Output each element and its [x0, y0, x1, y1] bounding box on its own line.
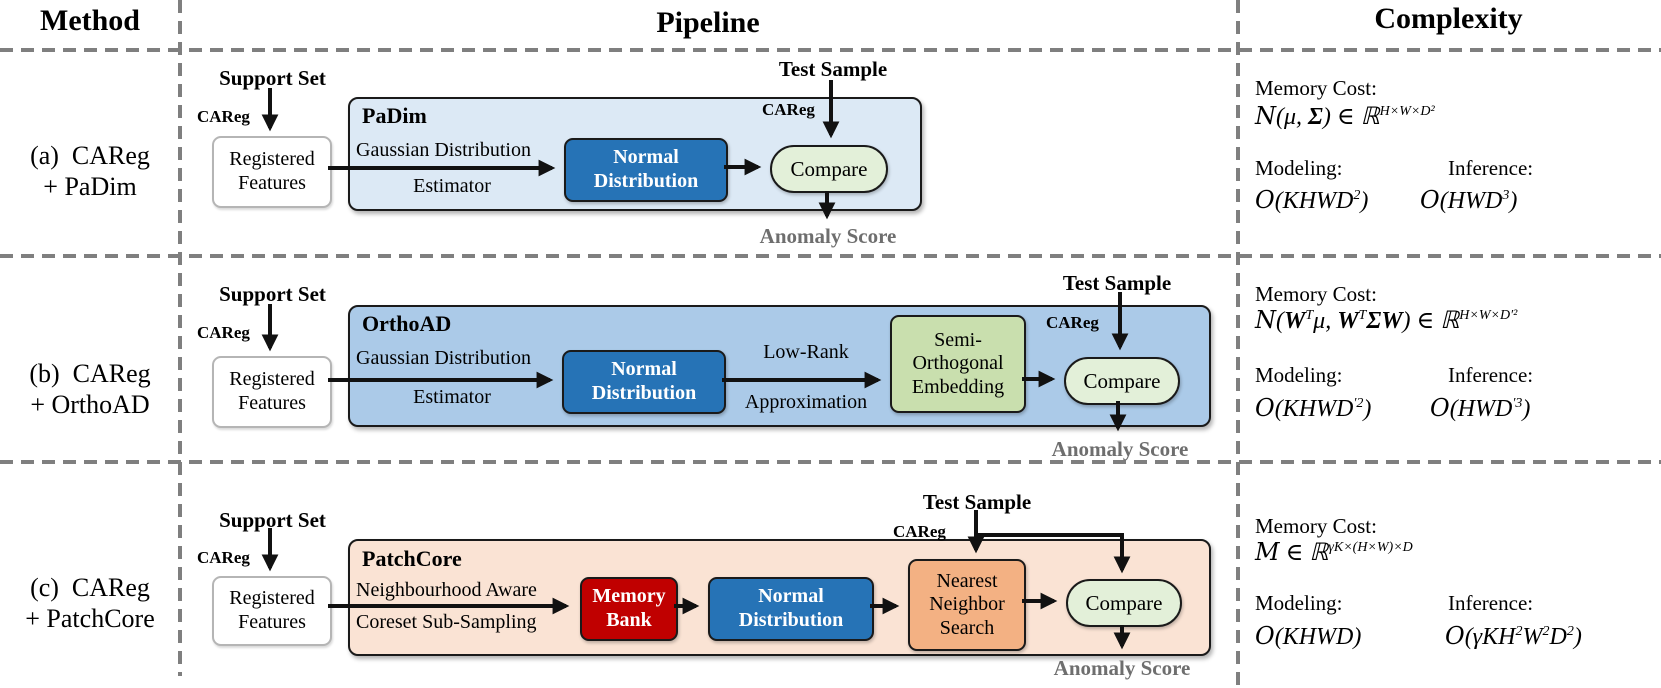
normal-distribution-c-line1: Normal — [758, 585, 824, 608]
memory-cost-formula-a: N(μ, Σ) ∈ ℝH×W×D² — [1255, 102, 1435, 130]
memory-cost-formula-c: M ∈ ℝγK×(H×W)×D — [1255, 538, 1413, 566]
test-sample-label-b: Test Sample — [1062, 271, 1172, 295]
normal-distribution-box-b: Normal Distribution — [562, 350, 726, 414]
normal-distribution-box-c: Normal Distribution — [708, 577, 874, 641]
padim-desc-line1: Gaussian Distribution — [356, 139, 531, 161]
normal-distribution-b-line2: Distribution — [591, 382, 697, 404]
support-set-label-b: Support Set — [219, 282, 326, 306]
lowrank-label-line1: Low-Rank — [763, 341, 849, 363]
nn-search-line1: Nearest — [936, 569, 998, 592]
method-label-b-line2: + OrthoAD — [30, 390, 150, 419]
method-label-a-line1: (a) CAReg — [30, 141, 150, 170]
method-label-a-line2: + PaDim — [43, 172, 137, 201]
padim-title: PaDim — [362, 103, 427, 128]
modeling-formula-b: O(KHWD′2) — [1255, 394, 1372, 422]
semi-orthogonal-embedding-box: Semi- Orthogonal Embedding — [890, 315, 1026, 413]
registered-features-box-b: Registered Features — [212, 356, 332, 428]
memory-bank-line1: Memory — [592, 585, 666, 608]
memory-bank-line2: Bank — [606, 609, 652, 631]
embedding-line1: Semi- — [934, 328, 982, 351]
careg-support-label-c: CAReg — [197, 548, 250, 567]
divider-horizontal-3 — [0, 460, 1661, 464]
method-label-c-line1: (c) CAReg — [30, 573, 150, 602]
nn-search-line3: Search — [939, 616, 995, 639]
careg-test-label-a: CAReg — [762, 100, 815, 119]
compare-node-b: Compare — [1064, 357, 1180, 405]
modeling-formula-a: O(KHWD2) — [1255, 186, 1369, 214]
nearest-neighbor-search-box: Nearest Neighbor Search — [908, 559, 1026, 651]
anomaly-score-label-b: Anomaly Score — [1051, 437, 1189, 461]
embedding-line3: Embedding — [911, 375, 1005, 398]
support-set-label-a: Support Set — [219, 66, 326, 90]
method-label-a: (a) CAReg + PaDim — [0, 140, 180, 202]
memory-bank-box: Memory Bank — [580, 577, 678, 641]
registered-features-box-c: Registered Features — [212, 576, 332, 646]
test-sample-label-a: Test Sample — [778, 57, 888, 81]
padim-desc-line2: Estimator — [413, 175, 491, 197]
modeling-label-c: Modeling: — [1255, 591, 1343, 615]
method-label-b-line1: (b) CAReg — [29, 359, 151, 388]
method-label-c-line2: + PatchCore — [25, 604, 155, 633]
inference-formula-c: O(γKH2W2D2) — [1445, 622, 1582, 650]
registered-features-c-line2: Features — [238, 611, 306, 633]
normal-distribution-a-line1: Normal — [613, 146, 679, 169]
normal-distribution-a-line2: Distribution — [593, 170, 699, 192]
patchcore-desc-line1: Neighbourhood Aware — [356, 579, 537, 601]
patchcore-desc-line2: Coreset Sub-Sampling — [356, 611, 537, 633]
column-title-method: Method — [40, 4, 140, 37]
support-set-label-c: Support Set — [219, 508, 326, 532]
inference-formula-a: O(HWD3) — [1420, 186, 1518, 214]
careg-support-label-a: CAReg — [197, 107, 250, 126]
divider-vertical-left — [178, 0, 182, 676]
memory-cost-label-a: Memory Cost: — [1255, 76, 1377, 100]
divider-horizontal-1 — [0, 48, 1661, 52]
registered-features-a-line1: Registered — [229, 148, 315, 171]
orthoad-desc-line1: Gaussian Distribution — [356, 347, 531, 369]
modeling-formula-c: O(KHWD) — [1255, 622, 1362, 650]
inference-formula-b: O(HWD′3) — [1430, 394, 1531, 422]
orthoad-container — [348, 305, 1211, 427]
normal-distribution-b-line1: Normal — [611, 358, 677, 381]
modeling-label-b: Modeling: — [1255, 363, 1343, 387]
normal-distribution-box-a: Normal Distribution — [564, 138, 728, 202]
divider-vertical-right — [1236, 0, 1240, 688]
method-label-b: (b) CAReg + OrthoAD — [0, 358, 180, 420]
registered-features-a-line2: Features — [238, 172, 306, 194]
normal-distribution-c-line2: Distribution — [738, 609, 844, 631]
anomaly-score-label-a: Anomaly Score — [759, 224, 897, 248]
compare-node-c: Compare — [1066, 579, 1182, 627]
registered-features-b-line1: Registered — [229, 368, 315, 391]
lowrank-label-line2: Approximation — [744, 391, 868, 413]
inference-label-c: Inference: — [1448, 591, 1534, 615]
test-sample-label-c: Test Sample — [922, 490, 1032, 514]
compare-node-a: Compare — [770, 145, 888, 193]
careg-test-label-c: CAReg — [893, 522, 946, 541]
registered-features-b-line2: Features — [238, 392, 306, 414]
orthoad-title: OrthoAD — [362, 311, 452, 336]
patchcore-title: PatchCore — [362, 546, 462, 571]
anomaly-score-label-c: Anomaly Score — [1053, 656, 1191, 680]
column-title-complexity: Complexity — [1374, 2, 1523, 35]
column-title-pipeline: Pipeline — [656, 6, 760, 39]
method-label-c: (c) CAReg + PatchCore — [0, 572, 180, 634]
divider-horizontal-2 — [0, 254, 1661, 258]
registered-features-box-a: Registered Features — [212, 136, 332, 208]
memory-cost-label-c: Memory Cost: — [1255, 514, 1377, 538]
inference-label-a: Inference: — [1448, 156, 1534, 180]
orthoad-desc-line2: Estimator — [413, 386, 491, 408]
memory-cost-label-b: Memory Cost: — [1255, 282, 1377, 306]
inference-label-b: Inference: — [1448, 363, 1534, 387]
careg-support-label-b: CAReg — [197, 323, 250, 342]
registered-features-c-line1: Registered — [229, 587, 315, 610]
careg-test-label-b: CAReg — [1046, 313, 1099, 332]
nn-search-line2: Neighbor — [929, 593, 1005, 616]
memory-cost-formula-b: N(WTμ, WTΣW) ∈ ℝH×W×D′² — [1255, 306, 1518, 334]
embedding-line2: Orthogonal — [912, 352, 1004, 375]
modeling-label-a: Modeling: — [1255, 156, 1343, 180]
